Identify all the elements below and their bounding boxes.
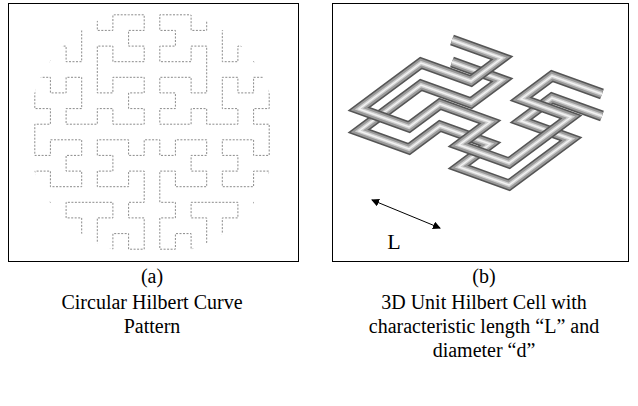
hilbert-cell [359,40,602,185]
panel-caption: 3D Unit Hilbert Cell with characteristic… [359,290,609,362]
dimension-line [372,200,440,228]
hilbert-curve [35,15,269,249]
panel-frame [333,4,629,262]
tube-stroke [359,40,602,163]
panel-caption: Circular Hilbert Curve Pattern [42,290,262,338]
tube-stroke [359,40,602,163]
tube-stroke [359,40,602,163]
tube-stroke [359,40,602,163]
dimension-label: L [382,230,406,254]
panel-letter: (b) [434,264,534,288]
panel-letter: (a) [102,264,202,288]
panel-frame [9,4,299,262]
